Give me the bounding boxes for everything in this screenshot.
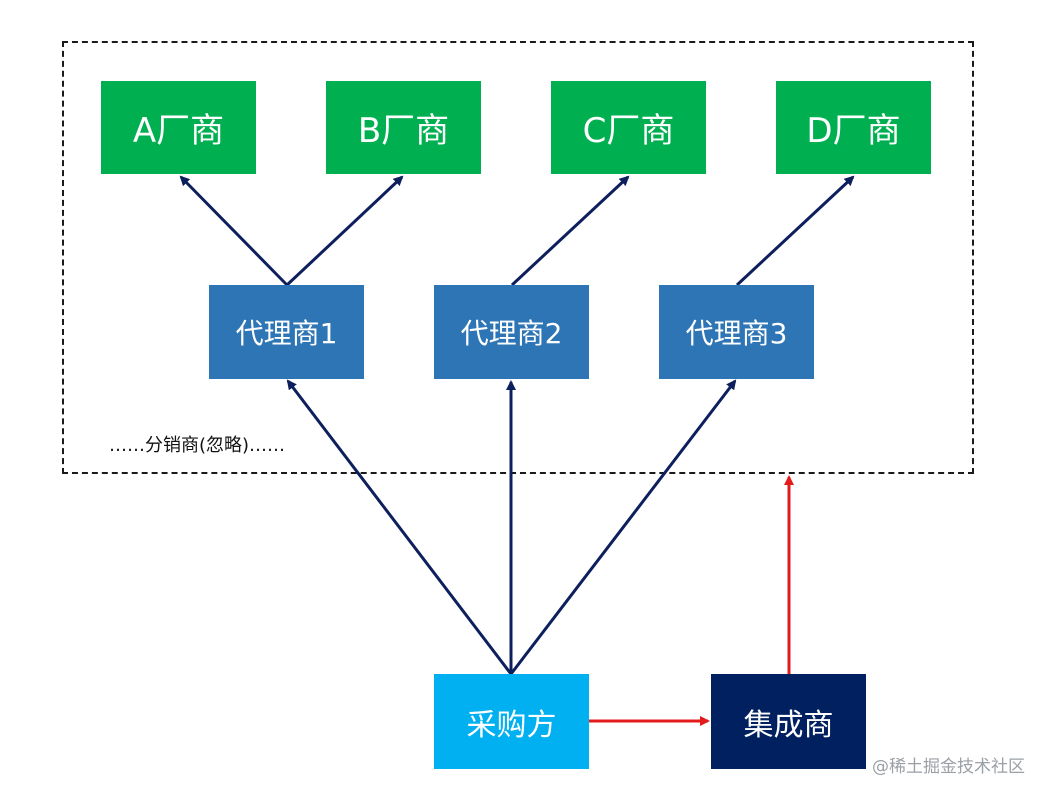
watermark-text: @稀土掘金技术社区	[872, 757, 1025, 777]
agent-3-box: 代理商3	[659, 285, 814, 379]
integrator-box: 集成商	[711, 674, 866, 769]
supplier-group-boundary	[62, 41, 974, 474]
distributor-note: ……分销商(忽略)……	[109, 435, 286, 456]
buyer-box: 采购方	[434, 674, 589, 769]
agent-2-box: 代理商2	[434, 285, 589, 379]
arrow-buyer-to-agent3	[509, 379, 737, 675]
arrow-buyer-to-agent1	[286, 379, 513, 675]
arrow-agent2-to-vendor-c	[510, 175, 630, 287]
arrow-agent3-to-vendor-d	[735, 175, 855, 287]
vendor-c-box: C厂商	[551, 81, 706, 174]
arrow-agent1-to-vendor-a	[179, 175, 289, 287]
vendor-a-box: A厂商	[101, 81, 256, 174]
vendor-d-box: D厂商	[776, 81, 931, 174]
arrow-agent1-to-vendor-b	[285, 175, 404, 287]
vendor-b-box: B厂商	[326, 81, 481, 174]
agent-1-box: 代理商1	[209, 285, 364, 379]
